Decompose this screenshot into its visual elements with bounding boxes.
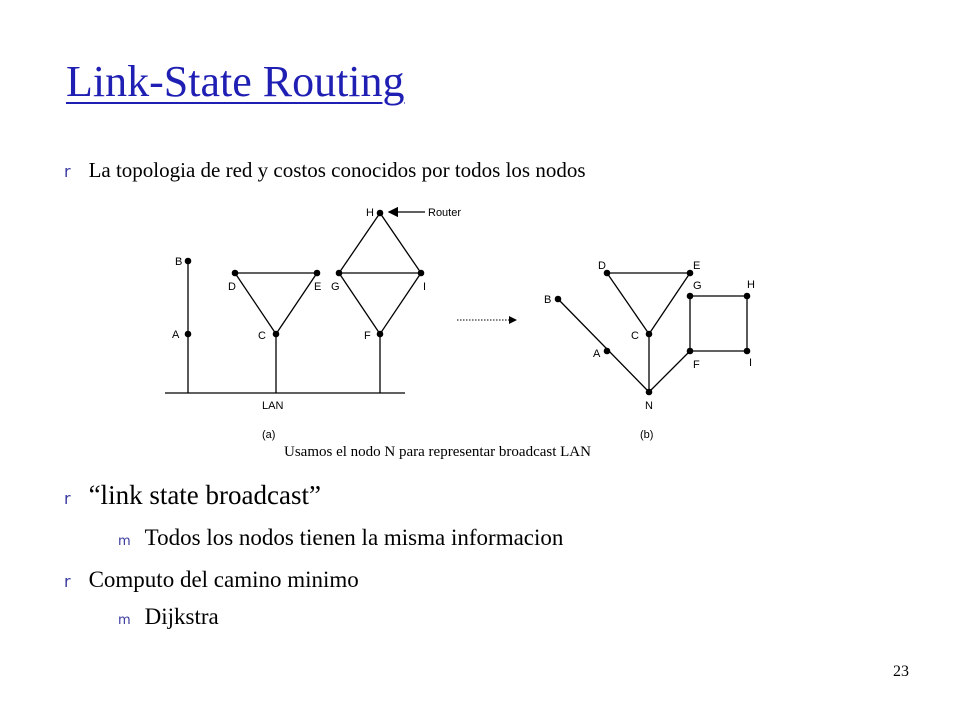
bullet-text: Computo del camino minimo <box>88 567 359 592</box>
node-label-b: B <box>175 256 182 268</box>
node-g <box>686 292 694 300</box>
node-label-n: N <box>645 400 653 412</box>
diagram-b-labels: D E G H B C A F I N (b) <box>544 260 755 441</box>
sub-bullet-same-information: m Todos los nodos tienen la misma inform… <box>118 525 563 551</box>
node-d <box>603 269 611 277</box>
node-label-c: C <box>258 330 266 342</box>
router-label: Router <box>428 207 461 219</box>
edge-g-f <box>338 272 381 335</box>
node-a <box>603 347 611 355</box>
node-label-i: I <box>423 281 426 293</box>
edge-i-f <box>379 272 422 335</box>
diagram-b-nodes <box>554 269 751 396</box>
node-label-f: F <box>364 330 371 342</box>
node-i <box>417 269 425 277</box>
node-label-e: E <box>314 281 321 293</box>
sub-bullet-text: Todos los nodos tienen la misma informac… <box>144 525 564 550</box>
node-c <box>645 330 653 338</box>
sub-bullet-marker: m <box>118 534 131 549</box>
node-label-h: H <box>747 279 755 291</box>
edge-b-n <box>557 298 650 393</box>
node-label-c: C <box>631 330 639 342</box>
node-g <box>335 269 343 277</box>
node-a <box>184 330 192 338</box>
bullet-topology: r La topologia de red y costos conocidos… <box>64 158 586 183</box>
bullet-marker: r <box>64 572 71 591</box>
sub-bullet-marker: m <box>118 613 131 628</box>
edge-d-c <box>606 272 650 335</box>
diagram-a-labels: H Router B D E G I A C F LAN (a) <box>172 207 461 441</box>
edge-e-c <box>275 272 318 335</box>
bullet-marker: r <box>64 489 71 508</box>
page-number: 23 <box>893 663 909 680</box>
node-f <box>686 347 694 355</box>
bullet-text: “link state broadcast” <box>88 480 321 510</box>
node-n <box>645 388 653 396</box>
bullet-marker: r <box>64 162 71 181</box>
diagram-b <box>557 272 748 393</box>
sub-bullet-dijkstra: m Dijkstra <box>118 604 219 630</box>
node-label-h: H <box>366 207 374 219</box>
slide-title: Link-State Routing <box>66 57 405 106</box>
diagram-a <box>165 206 425 394</box>
diagram-a-label: (a) <box>262 429 275 441</box>
node-label-g: G <box>331 281 340 293</box>
bullet-link-state-broadcast: r “link state broadcast” <box>64 480 321 511</box>
edge-e-c <box>648 272 691 335</box>
node-label-e: E <box>693 260 700 272</box>
node-label-b: B <box>544 294 551 306</box>
node-f <box>376 330 384 338</box>
edge-d-c <box>234 272 277 335</box>
node-label-a: A <box>172 329 180 341</box>
edge-h-g <box>338 212 381 274</box>
edge-h-i <box>379 212 422 274</box>
node-e <box>686 269 694 277</box>
node-label-i: I <box>749 357 752 369</box>
diagram-caption: Usamos el nodo N para representar broadc… <box>284 444 591 460</box>
node-e <box>313 269 321 277</box>
bullet-text: La topologia de red y costos conocidos p… <box>88 158 586 182</box>
node-label-f: F <box>693 359 700 371</box>
lan-label: LAN <box>262 400 283 412</box>
node-label-a: A <box>593 348 601 360</box>
node-label-g: G <box>693 280 702 292</box>
bullet-shortest-path: r Computo del camino minimo <box>64 567 359 593</box>
node-h <box>376 209 384 217</box>
sub-bullet-text: Dijkstra <box>144 604 219 629</box>
diagram-a-nodes <box>184 209 425 338</box>
node-c <box>272 330 280 338</box>
node-label-d: D <box>598 260 606 272</box>
node-b <box>554 295 562 303</box>
diagram-b-label: (b) <box>640 429 653 441</box>
node-b <box>184 257 192 265</box>
node-i <box>743 347 751 355</box>
node-h <box>743 292 751 300</box>
node-label-d: D <box>228 281 236 293</box>
node-d <box>231 269 239 277</box>
edge-f-n <box>648 350 691 393</box>
